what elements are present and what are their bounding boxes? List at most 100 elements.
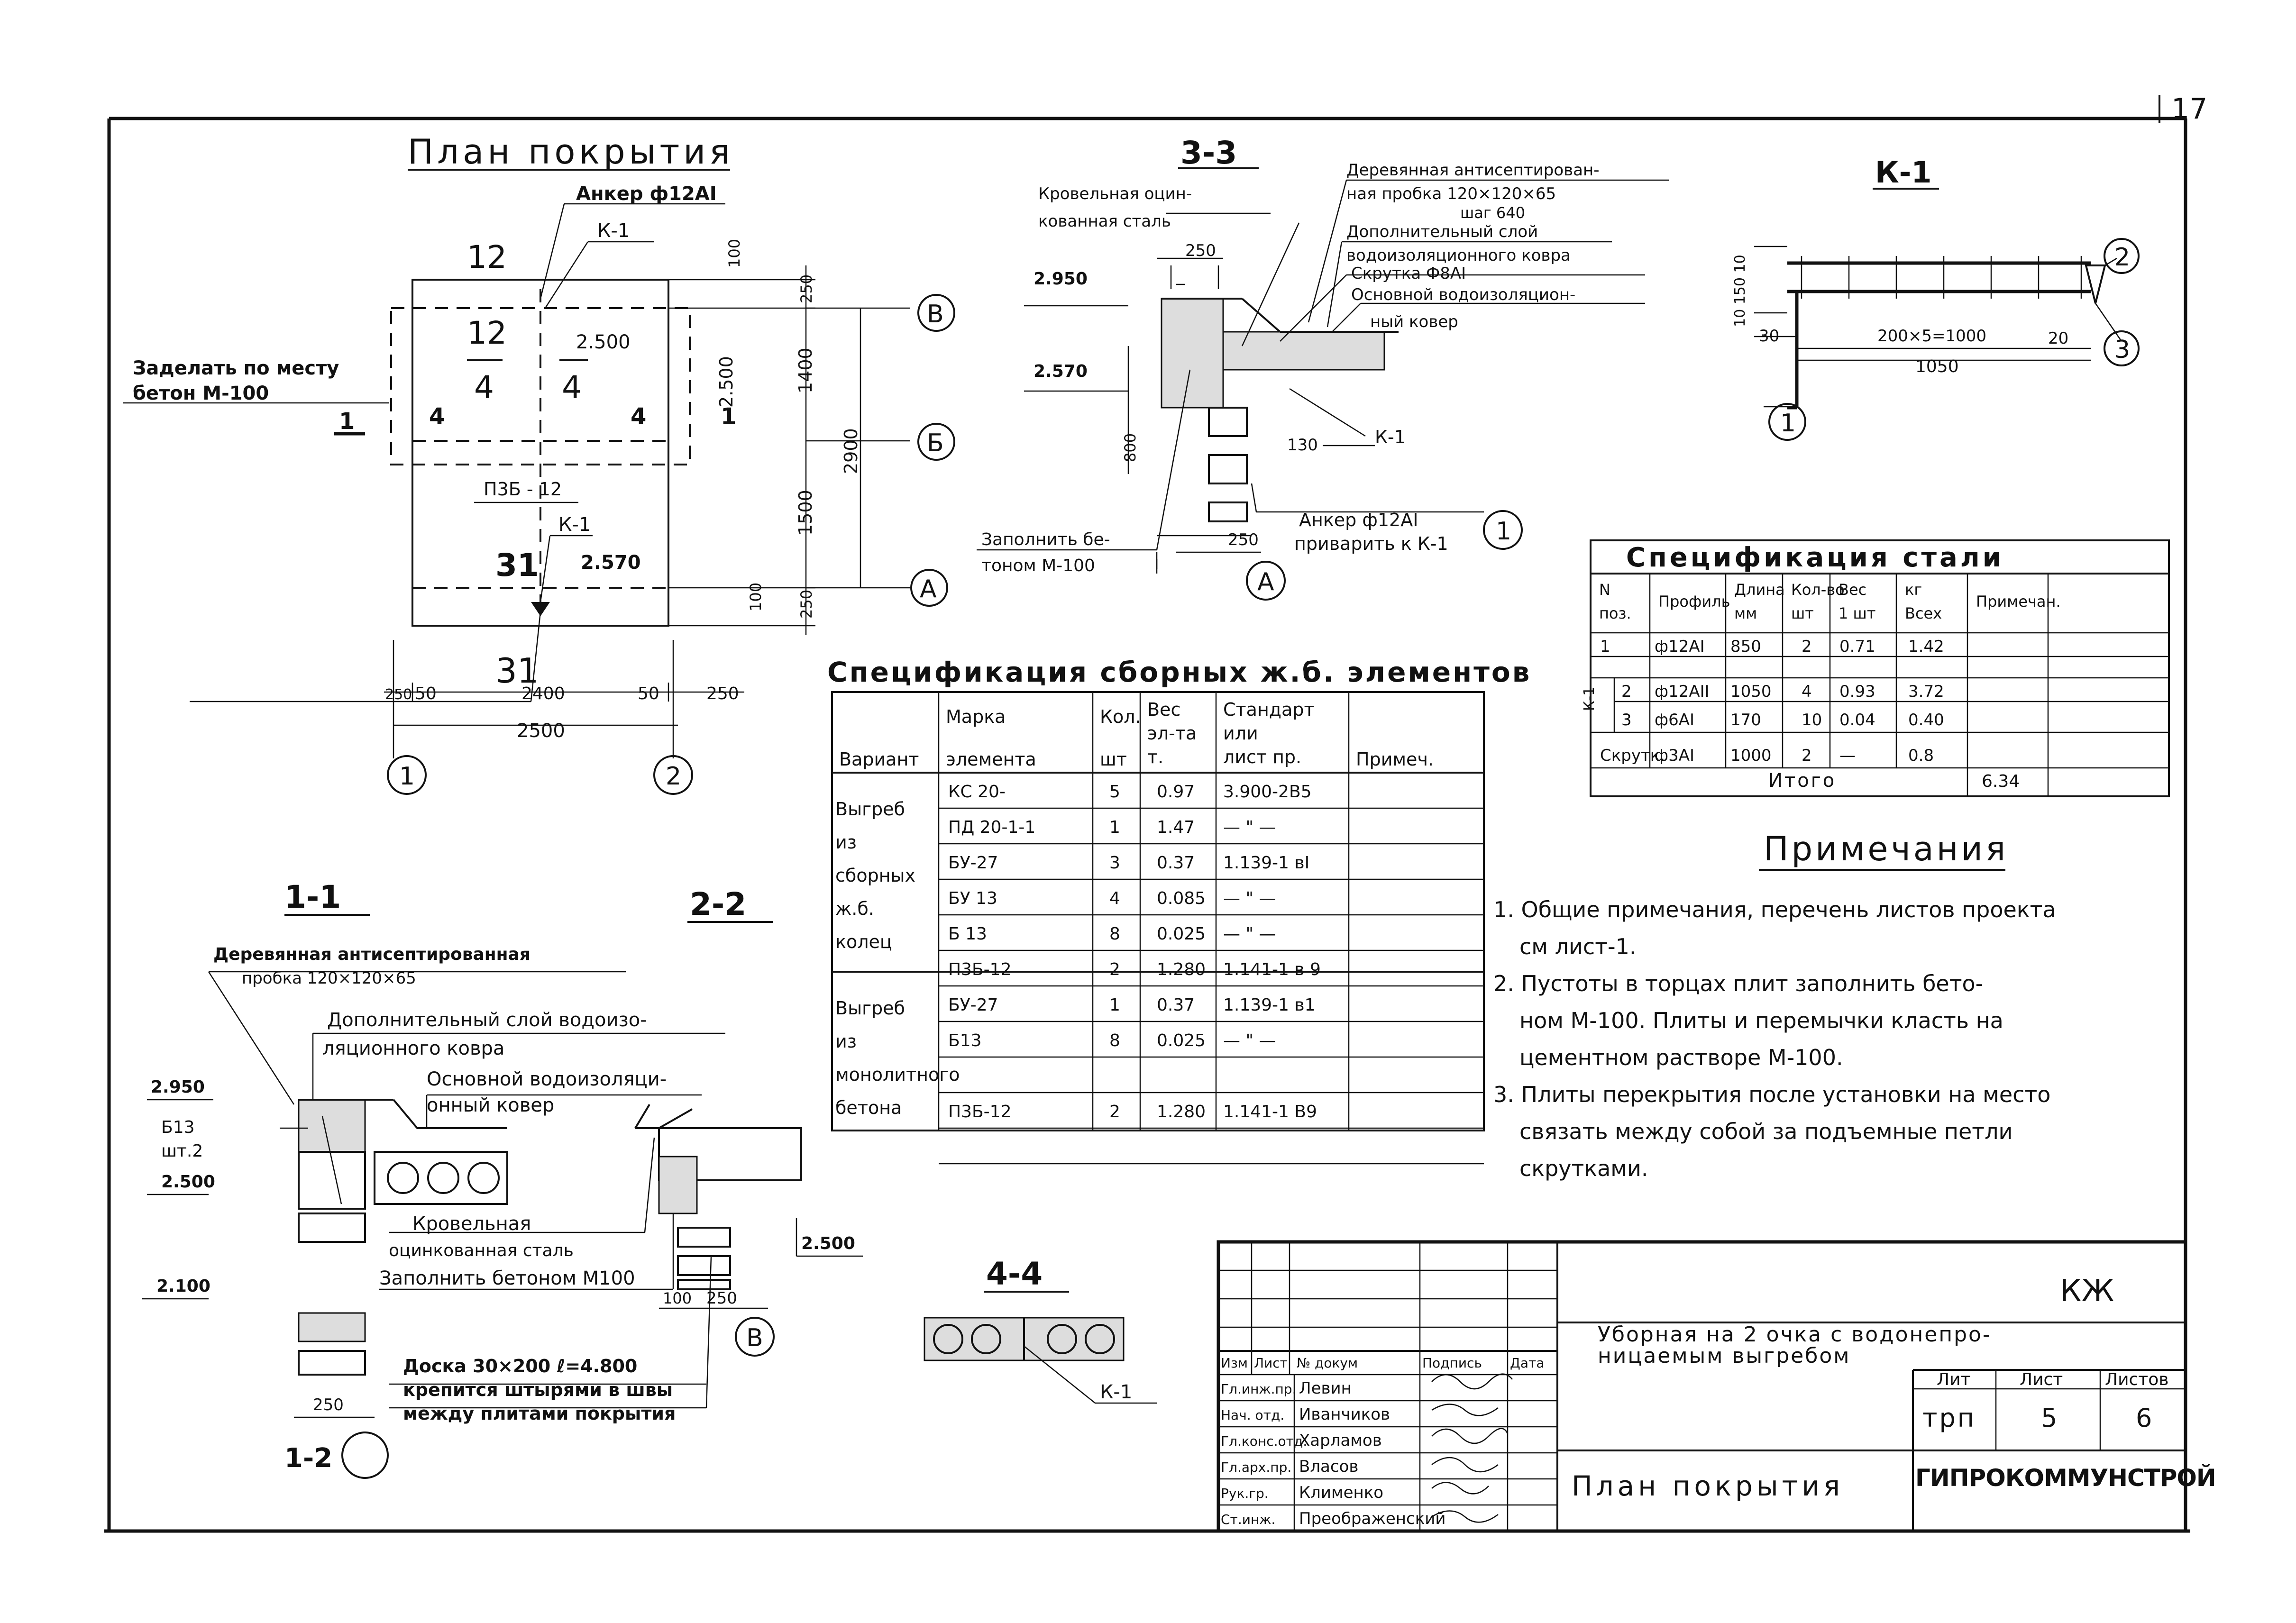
rc-spec-cell: 1.141-1 в 9 (1223, 960, 1321, 979)
title-block-role: Рук.гр. (1221, 1486, 1269, 1501)
plan-dim-2900: 2900 (841, 428, 861, 474)
note-line: 2. Пустоты в торцах плит заполнить бето- (1493, 971, 1983, 996)
title-block-org: ГИПРОКОММУНСТРОЙ (1915, 1464, 2216, 1492)
plan-dim-250-r: 250 (706, 684, 739, 703)
k1-title: К-1 (1875, 155, 1932, 190)
rc-spec-cell: 4 (1109, 889, 1120, 908)
plan-slab-frac-b-den: 4 (562, 369, 582, 406)
rc-spec-cell: 2 (1109, 960, 1120, 979)
sec33-dim-250b: 250 (1228, 530, 1259, 549)
title-block-list-value: 5 (2041, 1403, 2057, 1433)
sec11-plug-1: Деревянная антисептированная (213, 945, 531, 964)
sec33-axis: А (1257, 568, 1274, 596)
note-line: см лист-1. (1519, 934, 1637, 959)
sec11-elev-1: 2.950 (151, 1077, 205, 1097)
steel-spec-cell: 170 (1730, 711, 1761, 729)
steel-spec-cell: ф6АI (1655, 711, 1694, 729)
k1-mark-1: 1 (1780, 409, 1796, 438)
section-1-1 (142, 914, 863, 1479)
title-block-lists-value: 6 (2136, 1403, 2152, 1433)
k1-dim-20: 20 (2048, 329, 2068, 348)
plan-dimensions-right (668, 265, 910, 635)
rc-spec-cell: П3Б-12 (948, 960, 1011, 979)
steel-spec-cell: 4 (1802, 682, 1812, 701)
steel-spec-cell: 2 (1621, 682, 1632, 701)
rc-spec-cell: 2 (1109, 1102, 1120, 1122)
rc-spec-header: Кол.шт (1100, 706, 1141, 770)
page-number: 17 (2171, 92, 2207, 126)
rc-spec-cell: П3Б-12 (948, 1102, 1011, 1122)
sec33-elev-1: 2.950 (1034, 269, 1088, 289)
plan-slab-frac-a-den: 4 (474, 369, 494, 406)
section-4-4-title: 4-4 (986, 1256, 1043, 1292)
plan-slab-top: 12 (467, 239, 507, 275)
sec11-elev-2: 2.500 (161, 1172, 215, 1192)
sec11-section-mark: 1-2 (284, 1443, 332, 1474)
title-block (1217, 1240, 2187, 1533)
steel-spec-group-k1: К-1 (1581, 687, 1598, 711)
sec33-base-1: Основной водоизоляцион- (1351, 285, 1575, 304)
rc-spec-cell: 3.900-2В5 (1223, 782, 1312, 802)
title-block-name: Преображенский (1299, 1509, 1445, 1528)
plan-axis-b: Б (927, 429, 944, 457)
section-3-3-title: 3-3 (1180, 135, 1237, 171)
section-2-2-title: 2-2 (690, 886, 746, 922)
plan-dim-250-top: 250 (797, 274, 815, 303)
title-block-role: Гл.арх.пр. (1221, 1459, 1291, 1475)
plan-axis-bubbles (387, 294, 955, 795)
plan-k1-mid-label: К-1 (558, 514, 591, 536)
rc-spec-cell: 1.141-1 В9 (1223, 1102, 1317, 1122)
title-block-name: Левин (1299, 1379, 1352, 1398)
plan-dim-250-bot: 250 (797, 590, 815, 619)
k1-detail (1754, 188, 2140, 441)
rc-spec-cell: Б 13 (948, 924, 987, 944)
sec33-twist: Скрутка Ф8АI (1351, 264, 1466, 283)
sec11-board-1: Доска 30×200 ℓ=4.800 (403, 1356, 637, 1377)
sec11-elev-4: 2.500 (801, 1234, 855, 1253)
rc-spec-cell: 1.139-1 вI (1223, 853, 1309, 873)
rc-spec-cell: 3 (1109, 853, 1120, 873)
sec11-layer-2: ляционного ковра (322, 1038, 504, 1059)
plan-anchor-top-label: Анкер ф12АI (576, 183, 717, 205)
steel-spec-cell: 1050 (1730, 682, 1772, 701)
steel-spec-cell: ф12АI (1655, 637, 1705, 656)
plan-k1-top-label: К-1 (597, 220, 630, 242)
plan-dimensions-bottom (384, 640, 744, 758)
sec33-plug-1: Деревянная антисептирован- (1346, 161, 1600, 180)
rc-spec-cell: 0.025 (1157, 1031, 1206, 1050)
title-block-name: Иванчиков (1299, 1405, 1390, 1424)
rc-spec-cell: 1.280 (1157, 1102, 1206, 1122)
plan-slab-bottom-num: 31 (495, 547, 539, 584)
k1-dim-1050: 1050 (1915, 357, 1959, 376)
steel-spec-total-value: 6.34 (1982, 772, 2020, 791)
steel-spec-cell: 0.93 (1839, 682, 1875, 701)
steel-spec-cell: Скрутк. (1600, 746, 1665, 765)
steel-spec-cell: ф12АII (1655, 682, 1710, 701)
rc-spec-cell: 0.97 (1157, 782, 1195, 802)
rc-spec-cell: 0.025 (1157, 924, 1206, 944)
steel-spec-header: Примечан. (1976, 593, 2061, 611)
steel-spec-cell: 3 (1621, 711, 1632, 729)
rc-spec-header: Примеч. (1356, 749, 1434, 770)
title-block-lit-header: Лит (1937, 1370, 1970, 1389)
sec11-b13-1: Б13 (161, 1118, 195, 1137)
plan-slab-bottom-label: 31 (495, 651, 539, 691)
sec11-elev-3: 2.100 (156, 1277, 210, 1296)
title-block-lit-value: трп (1922, 1403, 1976, 1433)
rc-spec-cell: БУ-27 (948, 853, 998, 873)
title-block-roles: Гл.инж.пр.Нач. отд.Гл.конс.отд.Гл.арх.пр… (1221, 1379, 1445, 1528)
sec44-k1: К-1 (1100, 1381, 1132, 1403)
plan-elev-side: 2.500 (716, 356, 737, 408)
plan-elev-top: 2.500 (576, 331, 631, 353)
rc-spec-cell: 1.139-1 в1 (1223, 995, 1316, 1015)
k1-mark-2: 2 (2114, 243, 2130, 272)
sec11-axis: В (746, 1324, 763, 1352)
sec11-plug-2: пробка 120×120×65 (242, 969, 416, 988)
